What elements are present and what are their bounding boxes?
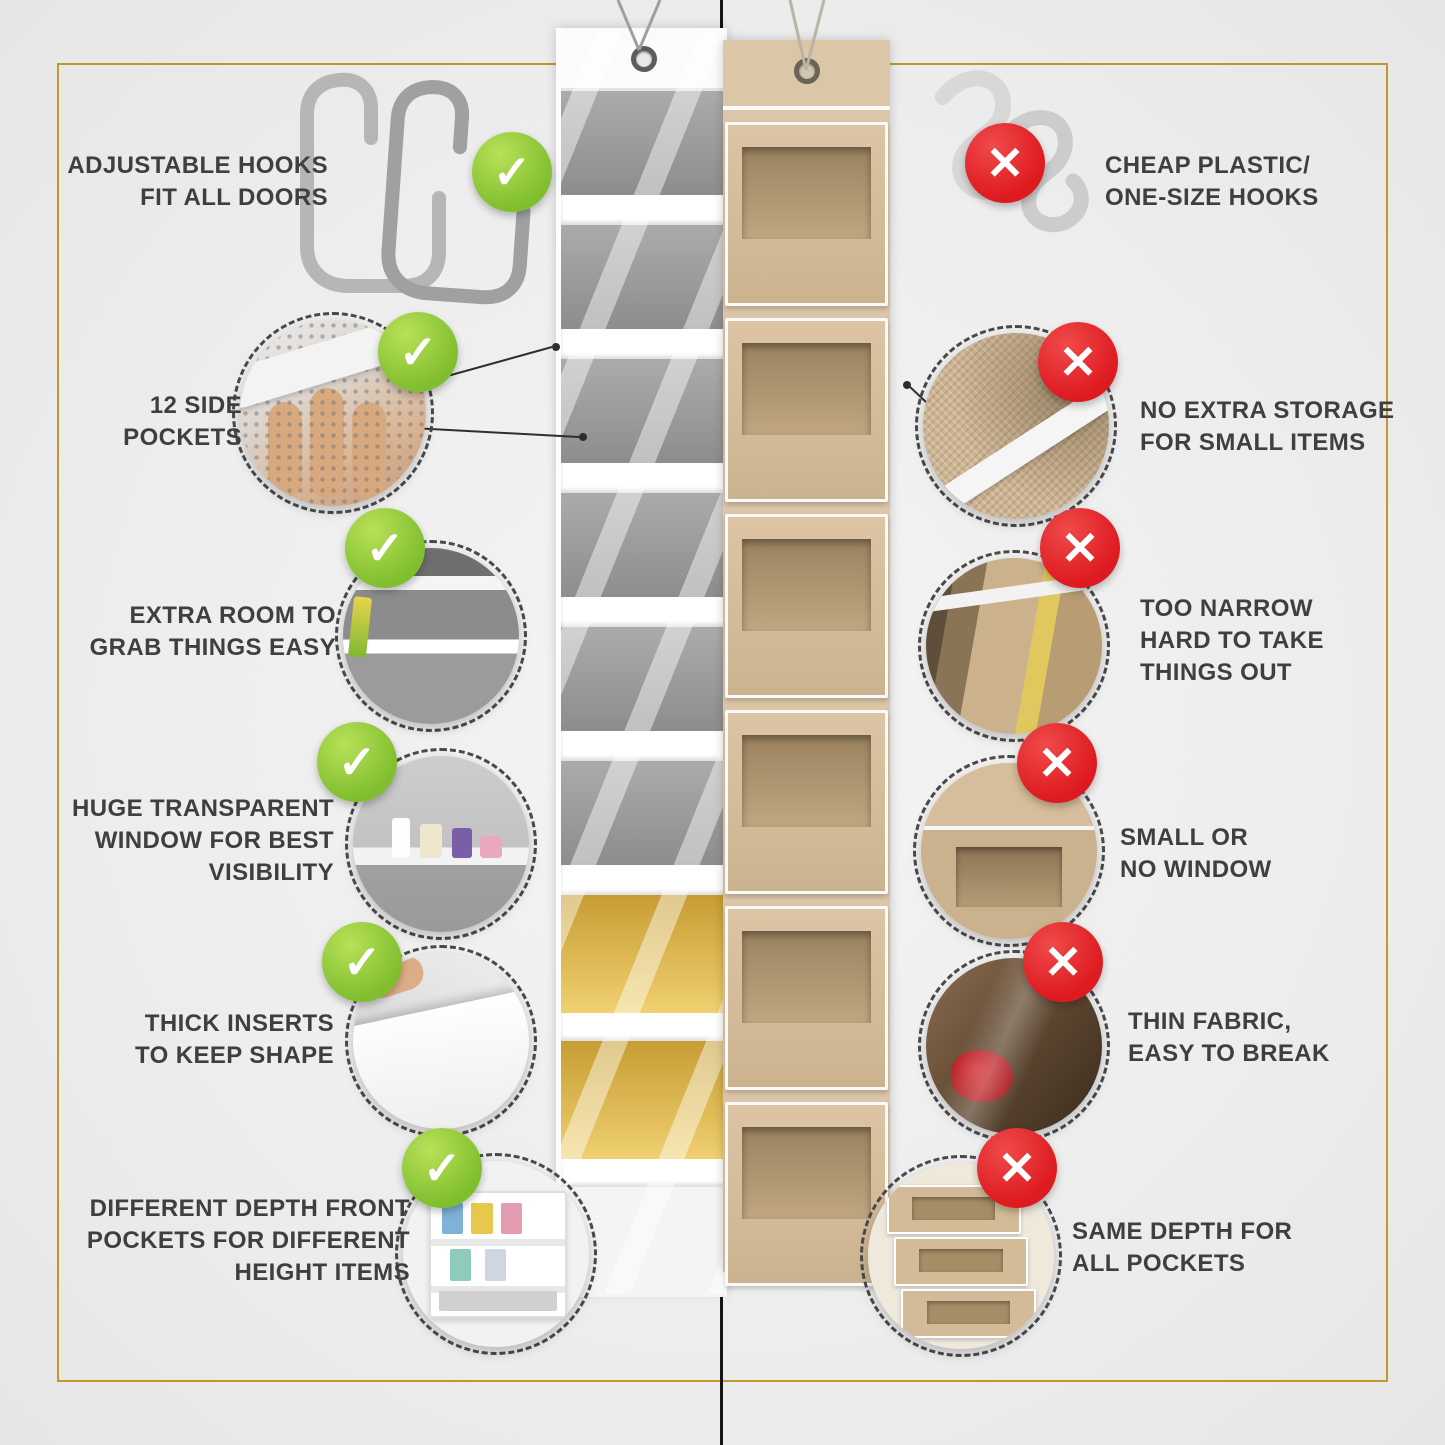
pocket-trim xyxy=(561,463,727,493)
pocket-window-shape xyxy=(956,847,1062,908)
cross-glyph: ✕ xyxy=(1058,336,1098,388)
feature-label-transparent-window: HUGE TRANSPARENT WINDOW FOR BEST VISIBIL… xyxy=(72,795,334,887)
pocket-window-shape xyxy=(912,1197,996,1221)
fabric-pocket xyxy=(725,514,888,698)
product-shape xyxy=(479,836,502,859)
feature-label-extra-room: EXTRA ROOM TO GRAB THINGS EASY xyxy=(89,602,336,662)
check-glyph: ✓ xyxy=(337,736,377,788)
cross-icon: ✕ xyxy=(965,123,1045,203)
depth-pockets-photo xyxy=(395,1153,597,1355)
cross-glyph: ✕ xyxy=(1043,936,1083,988)
good-organizer-image xyxy=(556,28,727,1297)
clear-pocket xyxy=(561,627,727,731)
check-icon: ✓ xyxy=(322,922,402,1002)
fabric-pocket xyxy=(725,906,888,1090)
flaw-label-small-window: SMALL OR NO WINDOW xyxy=(1120,824,1272,884)
item-shape xyxy=(441,1202,464,1235)
check-icon: ✓ xyxy=(472,132,552,212)
grommet-icon xyxy=(793,58,820,84)
mesh-pocket-photo xyxy=(232,312,434,514)
check-glyph: ✓ xyxy=(365,522,405,574)
organizer-top-flap xyxy=(723,40,890,110)
organizer-top-flap xyxy=(561,28,727,91)
flaw-label-no-extra-storage: NO EXTRA STORAGE FOR SMALL ITEMS xyxy=(1140,397,1395,457)
pocket-window xyxy=(742,735,871,827)
cross-icon: ✕ xyxy=(977,1128,1057,1208)
check-icon: ✓ xyxy=(317,722,397,802)
flaw-label-cheap-hooks: CHEAP PLASTIC/ ONE-SIZE HOOKS xyxy=(1105,152,1319,212)
pocket-shape xyxy=(886,1185,1021,1234)
cross-glyph: ✕ xyxy=(1060,522,1100,574)
filled-pocket xyxy=(561,895,727,1013)
feature-label-different-depth: DIFFERENT DEPTH FRONT POCKETS FOR DIFFER… xyxy=(86,1195,410,1287)
check-glyph: ✓ xyxy=(492,146,532,198)
pocket-trim xyxy=(561,329,727,359)
pocket-trim xyxy=(561,195,727,225)
clear-pocket xyxy=(561,359,727,463)
pocket-trim xyxy=(561,1013,727,1041)
small-window-photo xyxy=(913,755,1105,947)
feature-label-side-pockets: 12 SIDE POCKETS xyxy=(123,392,242,452)
check-glyph: ✓ xyxy=(422,1142,462,1194)
fabric-pocket xyxy=(725,710,888,894)
filled-pocket xyxy=(561,1041,727,1159)
cross-icon: ✕ xyxy=(1023,922,1103,1002)
feature-label-thick-inserts: THICK INSERTS TO KEEP SHAPE xyxy=(134,1010,334,1070)
photo-content xyxy=(403,1161,589,1347)
item-shape xyxy=(484,1249,507,1282)
pocket-trim xyxy=(561,731,727,761)
feature-label-adjustable-hooks: ADJUSTABLE HOOKS FIT ALL DOORS xyxy=(67,152,328,212)
check-icon: ✓ xyxy=(378,312,458,392)
cross-glyph: ✕ xyxy=(997,1142,1037,1194)
metal-hooks-icon xyxy=(300,72,531,305)
red-item-shape xyxy=(950,1049,1013,1102)
shelf-shape xyxy=(431,1239,565,1247)
check-glyph: ✓ xyxy=(398,326,438,378)
clear-pocket xyxy=(561,493,727,597)
bin-shape xyxy=(439,1290,557,1311)
item-shape xyxy=(449,1249,472,1282)
pocket-window-shape xyxy=(926,1301,1011,1325)
pocket-trim xyxy=(561,597,727,627)
fabric-pocket xyxy=(725,122,888,306)
flaw-label-thin-fabric: THIN FABRIC, EASY TO BREAK xyxy=(1128,1008,1330,1068)
fabric-pocket xyxy=(725,318,888,502)
cross-icon: ✕ xyxy=(1017,723,1097,803)
item-shape xyxy=(500,1202,523,1235)
clear-pocket xyxy=(561,761,727,865)
photo-content xyxy=(921,763,1097,939)
pocket-trim xyxy=(561,865,727,895)
pocket-window xyxy=(742,343,871,435)
pocket-window xyxy=(742,147,871,239)
cross-glyph: ✕ xyxy=(1037,737,1077,789)
pocket-shape xyxy=(901,1289,1036,1339)
pocket-window xyxy=(742,539,871,631)
flaw-label-too-narrow: TOO NARROW HARD TO TAKE THINGS OUT xyxy=(1140,595,1324,687)
flaw-label-same-depth: SAME DEPTH FOR ALL POCKETS xyxy=(1072,1218,1293,1278)
cross-glyph: ✕ xyxy=(985,137,1025,189)
shelf-shape xyxy=(431,1286,565,1294)
product-shape xyxy=(419,824,442,859)
check-icon: ✓ xyxy=(402,1128,482,1208)
pocket-shape xyxy=(894,1237,1029,1287)
photo-content xyxy=(240,320,426,506)
bad-organizer-image xyxy=(723,40,890,1286)
product-shape xyxy=(451,828,472,859)
clear-pocket xyxy=(561,91,727,195)
grommet-icon xyxy=(631,46,657,72)
pocket-window xyxy=(742,931,871,1023)
pocket-window xyxy=(742,1127,871,1219)
check-icon: ✓ xyxy=(345,508,425,588)
same-depth-photo xyxy=(860,1155,1062,1357)
photo-content xyxy=(868,1163,1054,1349)
product-shape xyxy=(391,818,410,859)
mini-organizer-shape xyxy=(429,1190,567,1318)
item-shape xyxy=(471,1202,493,1235)
cross-icon: ✕ xyxy=(1038,322,1118,402)
cross-icon: ✕ xyxy=(1040,508,1120,588)
pocket-window-shape xyxy=(919,1249,1003,1273)
check-glyph: ✓ xyxy=(342,936,382,988)
clear-pocket xyxy=(561,225,727,329)
